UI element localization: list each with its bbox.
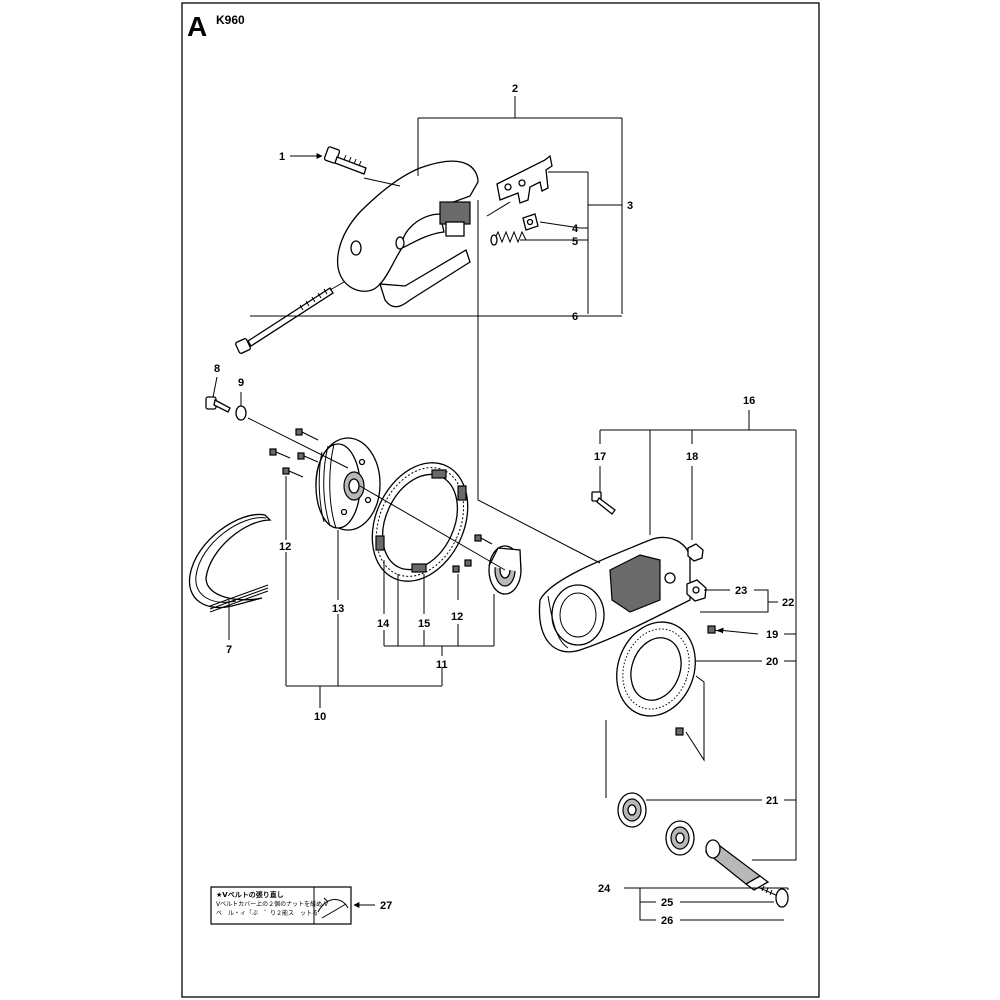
sticker-line-2: ベ ル・ィ「ぶ ゛り２能ス ッ卜る xyxy=(216,909,318,917)
callout-1: 1 xyxy=(279,151,285,163)
callout-9: 9 xyxy=(238,377,244,389)
bearing-upper xyxy=(617,792,647,828)
belt-pulley xyxy=(315,437,381,531)
cover-bolt xyxy=(323,146,367,175)
callout-5: 5 xyxy=(572,236,578,248)
bearing-lower xyxy=(665,820,695,856)
callout-12-right: 12 xyxy=(451,611,463,623)
sticker-title: ★Vベルトの張り直し xyxy=(216,890,284,899)
callout-18: 18 xyxy=(686,451,698,463)
spring xyxy=(490,230,527,246)
callout-20: 20 xyxy=(766,656,778,668)
callout-22: 22 xyxy=(782,597,794,609)
belt-guard-cover xyxy=(336,160,479,308)
retaining-plate xyxy=(616,621,696,717)
callout-7: 7 xyxy=(226,644,232,656)
belt-retension-sticker: ★Vベルトの張り直し Vベルトカバー上の２個のナットを緩め,V ベ ル・ィ「ぶ … xyxy=(210,886,352,925)
long-stud xyxy=(235,287,334,354)
callout-17: 17 xyxy=(594,451,606,463)
callout-27: 27 xyxy=(380,900,392,912)
callout-13: 13 xyxy=(332,603,344,615)
callout-19: 19 xyxy=(766,629,778,641)
spindle-washer xyxy=(775,888,789,908)
pulley-bolt xyxy=(205,396,231,413)
square-nut xyxy=(522,213,539,231)
callout-24: 24 xyxy=(598,883,611,895)
washer xyxy=(235,405,247,421)
callout-26: 26 xyxy=(661,915,673,927)
callout-25: 25 xyxy=(661,897,673,909)
callout-6: 6 xyxy=(572,311,578,323)
callout-21: 21 xyxy=(766,795,778,807)
plate-screw-lower xyxy=(675,727,684,736)
section-letter: A xyxy=(187,11,207,42)
callout-2: 2 xyxy=(512,83,518,95)
sticker-line-1: Vベルトカバー上の２個のナットを緩め,V xyxy=(216,900,329,908)
housing-bolt xyxy=(591,491,616,515)
callout-11: 11 xyxy=(436,659,448,671)
callout-10: 10 xyxy=(314,711,326,723)
callout-12-left: 12 xyxy=(279,541,291,553)
model-name: K960 xyxy=(216,13,245,27)
callout-labels: 1 2 3 4 5 6 7 8 9 10 11 12 12 13 14 15 1… xyxy=(214,83,794,927)
housing-nut-upper xyxy=(687,543,704,562)
callout-23: 23 xyxy=(735,585,747,597)
plate-screw xyxy=(707,625,723,634)
belt-guard-housing xyxy=(538,536,691,653)
toothed-ring xyxy=(371,462,469,582)
seal-screws xyxy=(452,534,493,573)
housing-nut-lower xyxy=(686,579,707,602)
callout-3: 3 xyxy=(627,200,633,212)
spindle-shaft xyxy=(704,839,770,891)
pulley-screws xyxy=(269,428,319,478)
page-frame xyxy=(181,2,820,998)
callout-16: 16 xyxy=(743,395,755,407)
leader-lines xyxy=(212,96,797,921)
sticker-belt-icon xyxy=(317,897,349,919)
spindle-bolt xyxy=(759,885,779,897)
v-belt xyxy=(188,513,272,613)
callout-14: 14 xyxy=(377,618,390,630)
callout-8: 8 xyxy=(214,363,220,375)
callout-15: 15 xyxy=(418,618,430,630)
tension-plate xyxy=(496,154,553,204)
callout-4: 4 xyxy=(572,223,579,235)
